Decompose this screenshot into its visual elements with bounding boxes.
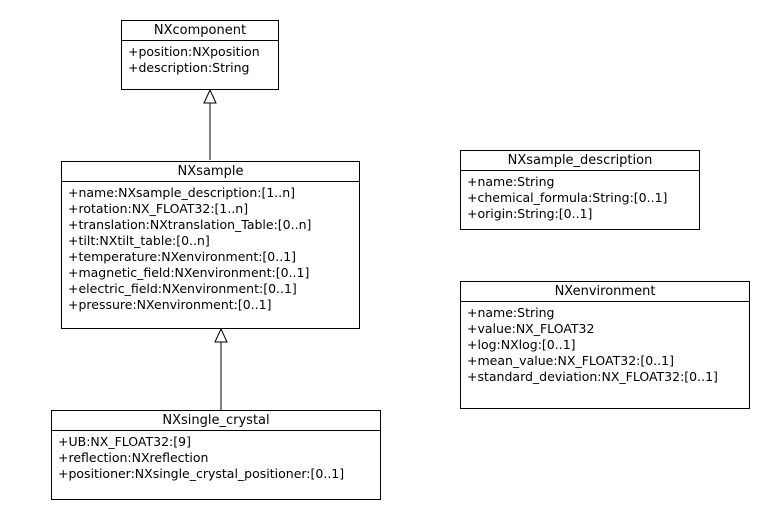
attribute: +translation:NXtranslation_Table:[0..n]	[68, 217, 312, 232]
attribute: +value:NX_FLOAT32	[467, 321, 595, 336]
class-name-nxcomponent: NXcomponent	[122, 21, 278, 41]
attribute: +origin:String:[0..1]	[467, 206, 593, 221]
attribute: +reflection:NXreflection	[58, 450, 209, 465]
attribute-list-nxsingle-crystal: +UB:NX_FLOAT32:[9] +reflection:NXreflect…	[52, 431, 380, 482]
attribute: +name:String	[467, 174, 555, 189]
attribute: +UB:NX_FLOAT32:[9]	[58, 434, 191, 449]
class-name-nxsample: NXsample	[62, 162, 359, 182]
attribute: +position:NXposition	[128, 44, 260, 59]
attribute: +name:NXsample_description:[1..n]	[68, 185, 296, 200]
attribute: +pressure:NXenvironment:[0..1]	[68, 297, 272, 312]
attribute: +name:String	[467, 305, 555, 320]
class-nxcomponent[interactable]: NXcomponent +position:NXposition +descri…	[121, 20, 279, 90]
attribute-list-nxsample-description: +name:String +chemical_formula:String:[0…	[461, 171, 699, 222]
class-nxsingle-crystal[interactable]: NXsingle_crystal +UB:NX_FLOAT32:[9] +ref…	[51, 410, 381, 500]
class-nxenvironment[interactable]: NXenvironment +name:String +value:NX_FLO…	[460, 281, 750, 409]
attribute: +rotation:NX_FLOAT32:[1..n]	[68, 201, 249, 216]
class-nxsample-description[interactable]: NXsample_description +name:String +chemi…	[460, 150, 700, 230]
attribute: +electric_field:NXenvironment:[0..1]	[68, 281, 297, 296]
attribute: +temperature:NXenvironment:[0..1]	[68, 249, 297, 264]
attribute: +positioner:NXsingle_crystal_positioner:…	[58, 466, 345, 481]
inheritance-arrowhead-nxcomponent	[203, 88, 217, 104]
attribute: +chemical_formula:String:[0..1]	[467, 190, 668, 205]
inheritance-arrowhead-nxsample	[214, 327, 228, 343]
class-nxsample[interactable]: NXsample +name:NXsample_description:[1..…	[61, 161, 360, 329]
attribute: +magnetic_field:NXenvironment:[0..1]	[68, 265, 310, 280]
class-name-nxenvironment: NXenvironment	[461, 282, 749, 302]
class-name-nxsample-description: NXsample_description	[461, 151, 699, 171]
attribute: +standard_deviation:NX_FLOAT32:[0..1]	[467, 369, 718, 384]
attribute: +tilt:NXtilt_table:[0..n]	[68, 233, 210, 248]
attribute: +mean_value:NX_FLOAT32:[0..1]	[467, 353, 674, 368]
class-name-nxsingle-crystal: NXsingle_crystal	[52, 411, 380, 431]
attribute-list-nxcomponent: +position:NXposition +description:String	[122, 41, 278, 76]
attribute: +description:String	[128, 60, 250, 75]
attribute: +log:NXlog:[0..1]	[467, 337, 576, 352]
attribute-list-nxenvironment: +name:String +value:NX_FLOAT32 +log:NXlo…	[461, 302, 749, 385]
attribute-list-nxsample: +name:NXsample_description:[1..n] +rotat…	[62, 182, 359, 313]
